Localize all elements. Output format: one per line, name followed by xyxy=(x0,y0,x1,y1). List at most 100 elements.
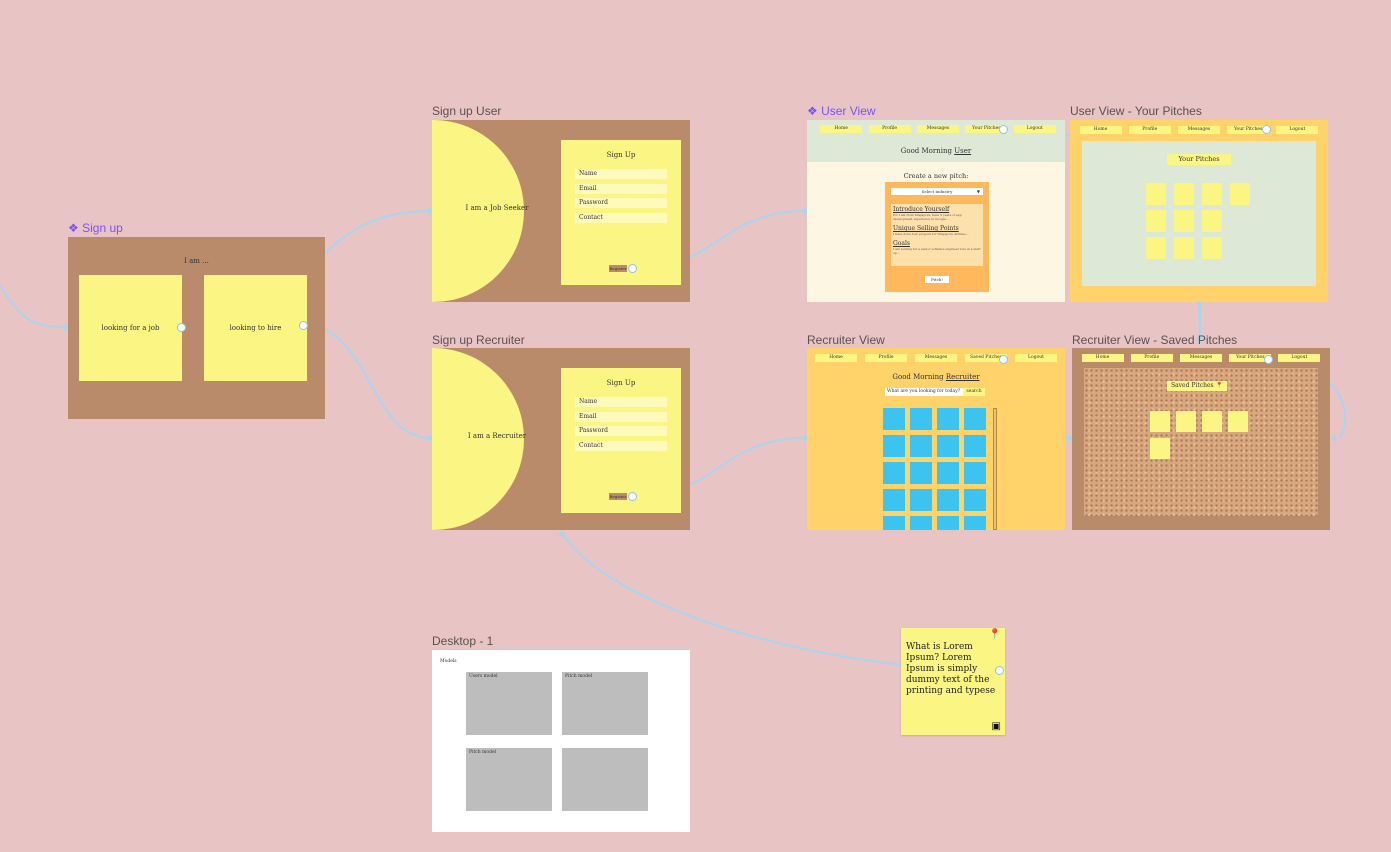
connection-handle[interactable] xyxy=(1262,125,1271,134)
pitch-card[interactable] xyxy=(964,462,986,484)
nav-home[interactable]: Home xyxy=(820,125,863,133)
pitch-card[interactable] xyxy=(1174,210,1194,232)
connection-handle[interactable] xyxy=(995,666,1004,675)
frame-label-user-pitches[interactable]: User View - Your Pitches xyxy=(1070,104,1202,118)
pitch-card[interactable] xyxy=(1146,210,1166,232)
pitch-card[interactable] xyxy=(964,489,986,511)
frame-label-text: User View xyxy=(821,104,876,118)
looking-to-hire-card[interactable]: looking to hire xyxy=(204,275,307,381)
frame-label-sign-up-recruiter[interactable]: Sign up Recruiter xyxy=(432,333,525,347)
sticky-note[interactable]: What is Lorem Ipsum? Lorem Ipsum is simp… xyxy=(901,628,1005,735)
pitch-card[interactable] xyxy=(910,462,932,484)
email-field[interactable]: Email xyxy=(575,412,667,422)
nav-home[interactable]: Home xyxy=(1079,126,1122,134)
pitch-card[interactable] xyxy=(1174,183,1194,205)
pitch-card[interactable] xyxy=(937,516,959,530)
pitch-card[interactable] xyxy=(1202,210,1222,232)
pitch-card[interactable] xyxy=(937,489,959,511)
section-body[interactable]: I have done four projects for Singapore … xyxy=(893,232,969,236)
nav-your-pitches[interactable]: Your Pitches xyxy=(1227,126,1270,134)
connection-handle[interactable] xyxy=(628,264,637,273)
password-field[interactable]: Password xyxy=(575,198,667,208)
frame-label-recruiter-view[interactable]: Recruiter View xyxy=(807,333,885,347)
search-button[interactable]: search xyxy=(963,388,985,396)
frame-label-recruiter-saved[interactable]: Recruiter View - Saved Pitches xyxy=(1072,333,1238,347)
scrollbar[interactable] xyxy=(993,408,997,530)
user-pitches-frame: Home Profile Messages Your Pitches Logou… xyxy=(1070,120,1328,302)
pitch-card[interactable] xyxy=(883,516,905,530)
nav-messages[interactable]: Messages xyxy=(916,125,959,133)
pitch-card[interactable] xyxy=(937,462,959,484)
connection-handle[interactable] xyxy=(299,321,308,330)
email-field[interactable]: Email xyxy=(575,184,667,194)
nav-home[interactable]: Home xyxy=(1081,354,1124,362)
frame-label-user-view[interactable]: ❖ User View xyxy=(807,104,876,118)
register-button[interactable]: Register xyxy=(609,493,627,500)
pitch-card[interactable] xyxy=(883,462,905,484)
connection-handle[interactable] xyxy=(1264,355,1273,364)
model-card[interactable] xyxy=(562,748,648,811)
pitch-card[interactable] xyxy=(1150,438,1170,459)
pitch-card[interactable] xyxy=(964,516,986,530)
pitch-card[interactable] xyxy=(910,435,932,457)
pitch-card[interactable] xyxy=(883,408,905,430)
pitch-card[interactable] xyxy=(1174,237,1194,259)
nav-your-pitches[interactable]: Your Pitches xyxy=(965,125,1008,133)
nav-profile[interactable]: Profile xyxy=(1130,354,1173,362)
connection-handle[interactable] xyxy=(177,323,186,332)
pitch-card[interactable] xyxy=(964,408,986,430)
password-field[interactable]: Password xyxy=(575,426,667,436)
pitch-card[interactable] xyxy=(1202,183,1222,205)
nav-messages[interactable]: Messages xyxy=(1179,354,1222,362)
frame-label-sign-up[interactable]: ❖ Sign up xyxy=(68,221,123,235)
pitch-card[interactable] xyxy=(937,435,959,457)
section-body[interactable]: I am looking for a senior software engin… xyxy=(893,247,981,255)
connection-handle[interactable] xyxy=(628,492,637,501)
nav-profile[interactable]: Profile xyxy=(868,125,911,133)
looking-for-job-card[interactable]: looking for a job xyxy=(79,275,182,381)
nav-logout[interactable]: Logout xyxy=(1015,354,1057,362)
name-field[interactable]: Name xyxy=(575,397,667,407)
nav-home[interactable]: Home xyxy=(815,354,857,362)
pitch-button[interactable]: Pitch! xyxy=(925,276,949,283)
frame-label-sign-up-user[interactable]: Sign up User xyxy=(432,104,502,118)
contact-field[interactable]: Contact xyxy=(575,213,667,223)
name-field[interactable]: Name xyxy=(575,169,667,179)
pitch-card[interactable] xyxy=(1202,237,1222,259)
nav-saved-pitches[interactable]: Saved Pitches xyxy=(965,354,1007,362)
pitch-card[interactable] xyxy=(910,489,932,511)
pitch-card[interactable] xyxy=(1230,183,1250,205)
register-button[interactable]: Register xyxy=(609,265,627,272)
contact-field[interactable]: Contact xyxy=(575,441,667,451)
pitch-card[interactable] xyxy=(1228,411,1248,432)
nav-messages[interactable]: Messages xyxy=(915,354,957,362)
nav-your-pitches[interactable]: Your Pitches xyxy=(1229,354,1272,362)
pitch-card[interactable] xyxy=(910,516,932,530)
nav-logout[interactable]: Logout xyxy=(1013,125,1056,133)
pitch-card[interactable] xyxy=(883,435,905,457)
pitch-card[interactable] xyxy=(1202,411,1222,432)
pitch-model-card[interactable]: Pitch model xyxy=(562,672,648,735)
pitch-card[interactable] xyxy=(883,489,905,511)
section-body[interactable]: Hi! I am from Singapore, have 5 years of… xyxy=(893,213,962,221)
connection-handle[interactable] xyxy=(999,355,1008,364)
nav-profile[interactable]: Profile xyxy=(865,354,907,362)
pitch-card[interactable] xyxy=(964,435,986,457)
pitch-card[interactable] xyxy=(1150,411,1170,432)
nav-logout[interactable]: Logout xyxy=(1278,354,1321,362)
pitch-model-card[interactable]: Pitch model xyxy=(466,748,552,811)
pitch-card[interactable] xyxy=(1146,183,1166,205)
nav-messages[interactable]: Messages xyxy=(1177,126,1220,134)
saved-pitches-title: Saved Pitches 📍 xyxy=(1167,381,1227,391)
nav-logout[interactable]: Logout xyxy=(1276,126,1319,134)
frame-label-desktop-1[interactable]: Desktop - 1 xyxy=(432,634,494,648)
connection-handle[interactable] xyxy=(999,125,1008,134)
industry-select[interactable]: Select industry ▼ xyxy=(891,188,983,195)
pitch-card[interactable] xyxy=(1146,237,1166,259)
users-model-card[interactable]: Users model xyxy=(466,672,552,735)
search-input[interactable]: What are you looking for today? xyxy=(885,388,963,396)
pitch-card[interactable] xyxy=(910,408,932,430)
pitch-card[interactable] xyxy=(1176,411,1196,432)
pitch-card[interactable] xyxy=(937,408,959,430)
nav-profile[interactable]: Profile xyxy=(1128,126,1171,134)
